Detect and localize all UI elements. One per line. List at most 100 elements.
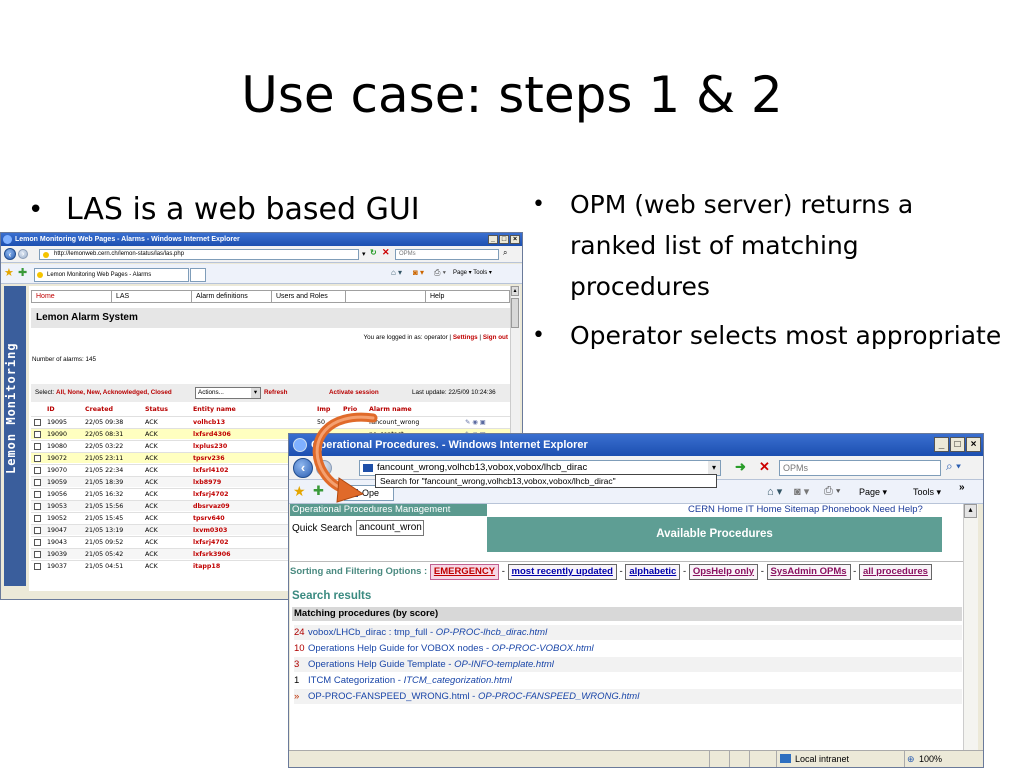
row-action-icons[interactable]: ✎ ◉ ▣ bbox=[465, 419, 486, 426]
select-options[interactable]: All, None, New, Acknowledged, Closed bbox=[56, 389, 172, 396]
dropdown-icon[interactable]: ▾ bbox=[362, 251, 366, 258]
minimize-button[interactable]: _ bbox=[934, 437, 949, 452]
filter-all[interactable]: all procedures bbox=[858, 564, 932, 580]
row-checkbox[interactable] bbox=[34, 431, 41, 438]
result-row[interactable]: »OP-PROC-FANSPEED_WRONG.html - OP-PROC-F… bbox=[294, 689, 962, 704]
col-status[interactable]: Status bbox=[145, 406, 169, 413]
filter-emergency[interactable]: EMERGENCY bbox=[429, 564, 500, 580]
close-button[interactable]: × bbox=[510, 235, 520, 244]
signout-link[interactable]: Sign out bbox=[482, 334, 508, 341]
row-entity[interactable]: tpsrv640 bbox=[193, 515, 225, 522]
las-title-bar[interactable]: Lemon Monitoring Web Pages - Alarms - Wi… bbox=[1, 233, 522, 246]
url-dropdown-icon[interactable]: ▾ bbox=[708, 461, 720, 475]
add-favorites-icon[interactable]: ✚ bbox=[18, 267, 28, 279]
filter-sysadmin[interactable]: SysAdmin OPMs bbox=[766, 564, 851, 580]
toolbar-page[interactable]: Page ▾ bbox=[859, 487, 888, 497]
maximize-button[interactable]: □ bbox=[950, 437, 965, 452]
stop-icon[interactable]: ✕ bbox=[382, 247, 390, 257]
row-entity[interactable]: lxb8979 bbox=[193, 479, 222, 486]
scroll-up-icon[interactable]: ▴ bbox=[511, 286, 519, 296]
row-checkbox[interactable] bbox=[34, 419, 41, 426]
result-file[interactable]: OP-PROC-FANSPEED_WRONG.html bbox=[477, 691, 640, 702]
result-title[interactable]: vobox/LHCb_dirac : tmp_full bbox=[308, 627, 428, 638]
filter-opshelp[interactable]: OpsHelp only bbox=[688, 564, 759, 580]
refresh-link[interactable]: Refresh bbox=[264, 389, 288, 396]
menu-help[interactable]: Help bbox=[430, 293, 445, 300]
quick-search-input[interactable]: ancount_wron bbox=[356, 520, 424, 536]
result-title[interactable]: Operations Help Guide Template bbox=[308, 659, 446, 670]
row-checkbox[interactable] bbox=[34, 551, 41, 558]
result-file[interactable]: OP-PROC-VOBOX.html bbox=[491, 643, 594, 654]
minimize-button[interactable]: _ bbox=[488, 235, 498, 244]
zoom-control[interactable]: ⊕ 100% bbox=[904, 751, 942, 767]
las-url-field[interactable]: http://lemonweb.cern.ch/lemon-status/las… bbox=[39, 249, 359, 260]
opm-scrollbar[interactable]: ▴ bbox=[963, 504, 978, 752]
menu-las[interactable]: LAS bbox=[112, 291, 192, 302]
forward-icon[interactable]: › bbox=[18, 249, 28, 259]
opm-header-links[interactable]: CERN Home IT Home Sitemap Phonebook Need… bbox=[688, 504, 923, 515]
home-icon[interactable]: ⌂ ▾ bbox=[767, 486, 783, 498]
row-checkbox[interactable] bbox=[34, 467, 41, 474]
row-checkbox[interactable] bbox=[34, 455, 41, 462]
menu-users-roles[interactable]: Users and Roles bbox=[272, 291, 346, 302]
row-checkbox[interactable] bbox=[34, 539, 41, 546]
add-favorites-icon[interactable]: ✚ bbox=[313, 483, 324, 498]
settings-link[interactable]: Settings bbox=[452, 334, 478, 341]
row-checkbox[interactable] bbox=[34, 515, 41, 522]
new-tab-button[interactable] bbox=[190, 268, 206, 282]
row-entity[interactable]: itapp18 bbox=[193, 563, 221, 570]
home-icon[interactable]: ⌂ ▾ bbox=[391, 268, 403, 277]
scroll-thumb[interactable] bbox=[511, 298, 519, 328]
result-file[interactable]: OP-INFO-template.html bbox=[454, 659, 554, 670]
actions-select[interactable]: Actions... ▾ bbox=[195, 387, 261, 399]
col-alarm[interactable]: Alarm name bbox=[369, 406, 412, 413]
result-file[interactable]: ITCM_categorization.html bbox=[403, 675, 512, 686]
favorites-star-icon[interactable]: ★ bbox=[293, 483, 306, 499]
col-prio[interactable]: Prio bbox=[343, 406, 358, 413]
las-tab[interactable]: Lemon Monitoring Web Pages - Alarms bbox=[34, 268, 189, 282]
close-button[interactable]: × bbox=[966, 437, 981, 452]
filter-alphabetic[interactable]: alphabetic bbox=[625, 564, 681, 580]
feeds-icon[interactable]: ◙ ▾ bbox=[413, 268, 425, 277]
stop-icon[interactable]: ✕ bbox=[759, 459, 770, 474]
favorites-star-icon[interactable]: ★ bbox=[4, 267, 14, 279]
menu-alarm-definitions[interactable]: Alarm definitions bbox=[192, 291, 272, 302]
back-icon[interactable]: ‹ bbox=[4, 248, 16, 260]
row-checkbox[interactable] bbox=[34, 491, 41, 498]
autocomplete-suggestion[interactable]: Search for "fancount_wrong,volhcb13,vobo… bbox=[375, 474, 717, 488]
search-icon[interactable]: ⌕ ▾ bbox=[946, 459, 962, 473]
col-imp[interactable]: Imp bbox=[317, 406, 331, 413]
row-entity[interactable]: lxvm0303 bbox=[193, 527, 228, 534]
row-entity[interactable]: lxfsrd4306 bbox=[193, 431, 231, 438]
result-file[interactable]: OP-PROC-lhcb_dirac.html bbox=[435, 627, 548, 638]
row-checkbox[interactable] bbox=[34, 443, 41, 450]
filter-most-recent[interactable]: most recently updated bbox=[507, 564, 617, 580]
go-icon[interactable]: ➜ bbox=[735, 459, 746, 474]
back-icon[interactable]: ‹ bbox=[293, 458, 313, 478]
col-entity[interactable]: Entity name bbox=[193, 406, 236, 413]
row-entity[interactable]: volhcb13 bbox=[193, 419, 226, 426]
result-title[interactable]: OP-PROC-FANSPEED_WRONG.html bbox=[308, 691, 470, 702]
row-entity[interactable]: lxfsrj4702 bbox=[193, 539, 229, 546]
toolbar-tools[interactable]: Page ▾ Tools ▾ bbox=[453, 270, 492, 276]
row-entity[interactable]: lxfsrj4702 bbox=[193, 491, 229, 498]
col-id[interactable]: ID bbox=[47, 406, 55, 413]
row-entity[interactable]: tpsrv236 bbox=[193, 455, 225, 462]
row-checkbox[interactable] bbox=[34, 563, 41, 570]
refresh-icon[interactable]: ↻ bbox=[370, 248, 377, 257]
row-checkbox[interactable] bbox=[34, 503, 41, 510]
print-icon[interactable]: ⎙ ▾ bbox=[824, 485, 841, 497]
feeds-icon[interactable]: ◙ ▾ bbox=[794, 486, 810, 498]
